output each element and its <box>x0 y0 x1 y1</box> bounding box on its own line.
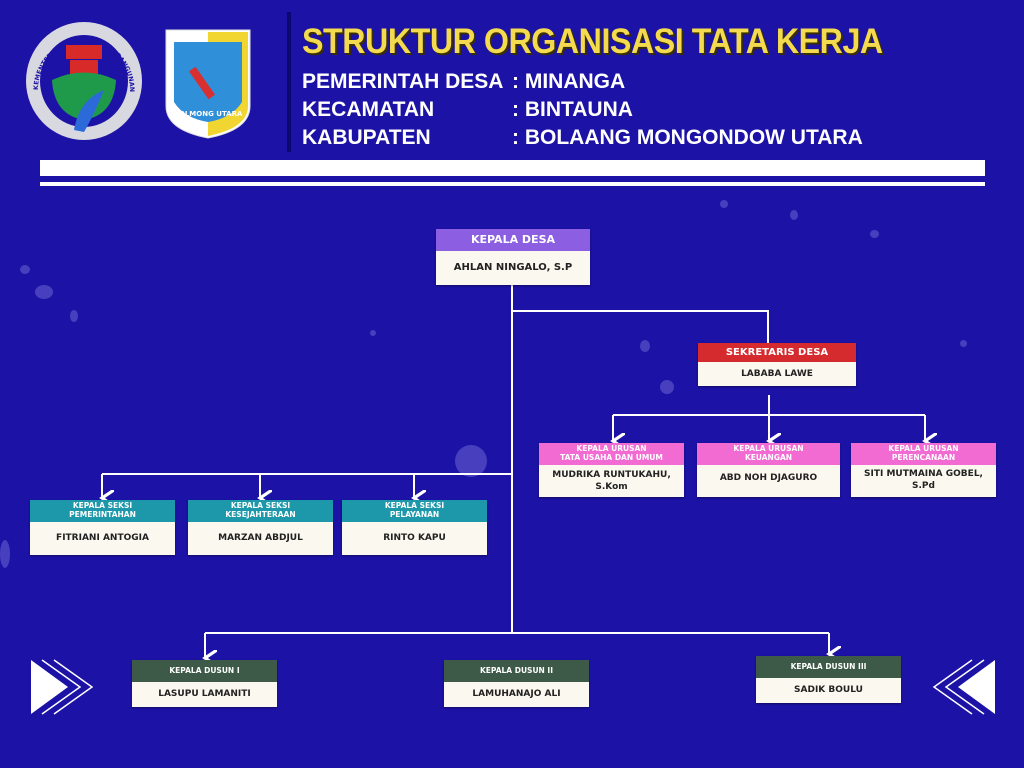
page-title: STRUKTUR ORGANISASI TATA KERJA <box>302 22 883 61</box>
info-value: : BOLAANG MONGONDOW UTARA <box>512 126 863 149</box>
box-subtitle: TATA USAHA DAN UMUM <box>560 453 663 462</box>
chevron-right-icon <box>31 659 94 715</box>
box-name-suffix: S.Kom <box>595 482 628 492</box>
box-title: KEPALA DUSUN II <box>444 660 589 682</box>
sekretaris-desa-box: SEKRETARIS DESA LABABA LAWE <box>698 343 856 386</box>
info-row: PEMERINTAH DESA : MINANGA <box>302 70 625 94</box>
box-subtitle: KEUANGAN <box>744 453 793 462</box>
box-name: AHLAN NINGALO, S.P <box>453 262 573 274</box>
box-title: KEPALA DUSUN III <box>756 656 901 678</box>
info-row: KABUPATEN : BOLAANG MONGONDOW UTARA <box>302 126 863 150</box>
box-name: SITI MUTMAINA GOBEL, <box>864 468 983 479</box>
ministry-logo: KEMENTERIAN DESA DAN PEMBANGUNAN DAERAH … <box>24 20 142 140</box>
box-subtitle: PERENCANAAN <box>891 453 956 462</box>
regency-crest: BOLMONG UTARA <box>165 29 251 139</box>
header-divider <box>287 12 291 152</box>
box-name-suffix: S.Pd <box>912 481 935 491</box>
box-subtitle: PELAYANAN <box>389 510 440 519</box>
header-bar <box>40 160 985 176</box>
info-value: : MINANGA <box>512 70 626 93</box>
info-label: KECAMATAN <box>302 98 435 121</box>
box-title: KEPALA URUSAN <box>733 444 804 454</box>
box-title: KEPALA SEKSI <box>72 501 133 511</box>
box-title: KEPALA DUSUN I <box>132 660 277 682</box>
box-name: FITRIANI ANTOGIA <box>56 533 149 544</box>
box-title: KEPALA SEKSI <box>384 501 445 511</box>
crest-text: BOLMONG UTARA <box>174 110 243 118</box>
info-value: : BINTAUNA <box>512 98 633 121</box>
box-name: MUDRIKA RUNTUKAHU, <box>552 469 671 480</box>
box-title: KEPALA DESA <box>436 229 590 251</box>
box-title: KEPALA URUSAN <box>576 444 647 454</box>
box-name: ABD NOH DJAGURO <box>719 472 818 483</box>
kadus-3-box: KEPALA DUSUN III SADIK BOULU <box>756 656 901 703</box>
box-name: RINTO KAPU <box>383 533 446 544</box>
chevron-left-icon <box>932 659 995 715</box>
box-title: SEKRETARIS DESA <box>698 343 856 362</box>
kepala-desa-box: KEPALA DESA AHLAN NINGALO, S.P <box>436 229 590 285</box>
kadus-1-box: KEPALA DUSUN I LASUPU LAMANITI <box>132 660 277 707</box>
info-label: KABUPATEN <box>302 126 431 149</box>
info-label: PEMERINTAH DESA <box>302 70 504 93</box>
box-name: LAMUHANAJO ALI <box>472 689 561 700</box>
box-subtitle: PEMERINTAHAN <box>69 510 136 519</box>
info-row: KECAMATAN : BINTAUNA <box>302 98 633 122</box>
box-subtitle: KESEJAHTERAAN <box>225 510 296 519</box>
box-name: LASUPU LAMANITI <box>158 689 251 700</box>
box-title: KEPALA SEKSI <box>230 501 291 511</box>
box-name: LABABA LAWE <box>741 368 813 379</box>
box-title: KEPALA URUSAN <box>888 444 959 454</box>
box-name: SADIK BOULU <box>794 685 863 696</box>
header-rule <box>40 182 985 186</box>
kadus-2-box: KEPALA DUSUN II LAMUHANAJO ALI <box>444 660 589 707</box>
box-name: MARZAN ABDJUL <box>218 533 303 544</box>
